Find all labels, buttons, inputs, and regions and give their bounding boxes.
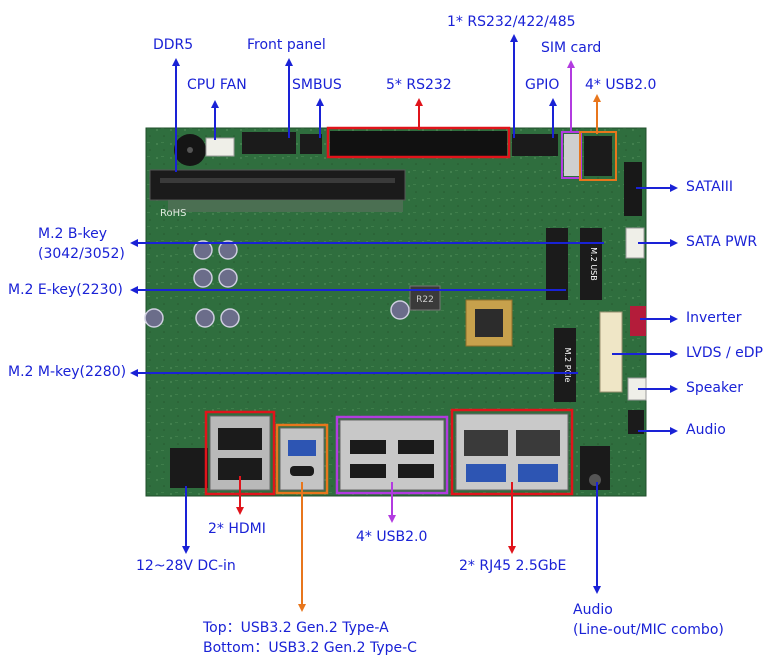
label-cpu-fan: CPU FAN	[187, 77, 247, 93]
rs232-header	[330, 131, 507, 157]
audio-header	[628, 410, 644, 434]
label-sata-pwr: SATA PWR	[686, 234, 758, 250]
label-inverter: Inverter	[686, 310, 742, 326]
label-lvds-edp: LVDS / eDP	[686, 345, 763, 361]
front-panel-header	[242, 132, 296, 154]
inductor-marking: R22	[416, 295, 434, 305]
label-smbus: SMBUS	[292, 77, 342, 93]
label-usb32: Top：USB3.2 Gen.2 Type-A Bottom：USB3.2 Ge…	[203, 620, 417, 656]
pcb-board: M.2 USB M.2 PCIe R22 RoHS	[144, 126, 647, 497]
label-usb2-top: 4* USB2.0	[585, 77, 657, 93]
m2-mkey-slot	[554, 328, 576, 402]
label-sim-card: SIM card	[541, 40, 602, 56]
label-rs232-422-485: 1* RS232/422/485	[447, 14, 576, 30]
usb2-ports-rear	[339, 419, 445, 491]
lvds-edp-connector	[599, 311, 623, 393]
m2-usb-slot	[580, 228, 602, 300]
label-gpio: GPIO	[525, 77, 560, 93]
label-m2-ekey: M.2 E-key(2230)	[8, 282, 123, 298]
dc-in-jack	[170, 448, 208, 488]
label-front-panel: Front panel	[247, 37, 326, 53]
smbus-header	[300, 134, 322, 154]
label-dc-in: 12~28V DC-in	[136, 558, 236, 574]
usb32-ports	[279, 427, 325, 491]
cpu-fan-connector	[205, 137, 235, 157]
sata3-connector	[624, 162, 642, 216]
label-usb2-bottom: 4* USB2.0	[356, 529, 428, 545]
sim-card-slot	[564, 134, 579, 176]
inverter-connector	[630, 306, 646, 336]
label-audio: Audio	[686, 422, 726, 438]
label-rs232: 5* RS232	[386, 77, 452, 93]
gpio-header	[512, 134, 558, 156]
label-audio-combo: Audio (Line-out/MIC combo)	[573, 602, 724, 638]
label-sata3: SATAIII	[686, 179, 734, 195]
m2-pcie-silkscreen: M.2 PCIe	[563, 348, 572, 383]
label-m2-mkey: M.2 M-key(2280)	[8, 364, 127, 380]
capacitor-cluster	[144, 240, 410, 328]
ddr5-slot	[149, 169, 406, 201]
label-hdmi: 2* HDMI	[208, 521, 266, 537]
rohs-silkscreen: RoHS	[160, 208, 186, 219]
label-ddr5: DDR5	[153, 37, 194, 53]
m2-bkey-slot	[546, 228, 568, 300]
leader-lines	[130, 34, 678, 612]
label-speaker: Speaker	[686, 380, 743, 396]
usb2-header-top	[584, 136, 612, 176]
label-rj45: 2* RJ45 2.5GbE	[459, 558, 567, 574]
label-m2-bkey: M.2 B-key (3042/3052)	[38, 226, 125, 262]
m2-usb-silkscreen: M.2 USB	[589, 247, 598, 281]
